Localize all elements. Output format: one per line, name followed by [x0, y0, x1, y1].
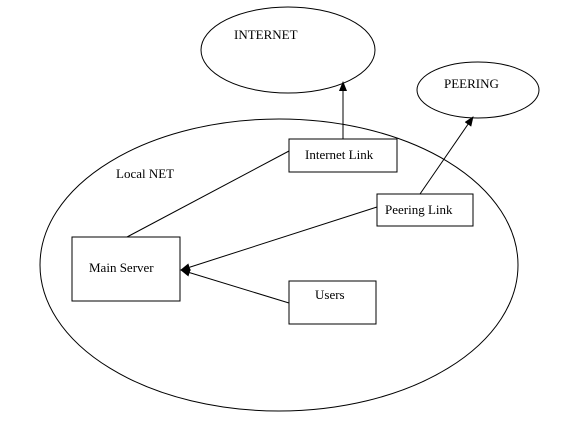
peering-link-box [376, 193, 474, 227]
users-to-main-server-arrow [180, 268, 290, 304]
peering-link-to-main-server-arrow [180, 206, 378, 272]
internet-ellipse [200, 6, 376, 94]
local-net-ellipse [39, 118, 519, 412]
peering-link-label: Peering Link [385, 202, 453, 217]
main-server-label: Main Server [89, 260, 154, 275]
users-box [288, 280, 377, 325]
internet-link-label: Internet Link [305, 147, 374, 162]
internet-link-box [288, 138, 398, 173]
peering-link-to-peering-arrow [419, 116, 474, 195]
main-server-box [71, 236, 181, 302]
peering-ellipse [416, 61, 540, 119]
main-server-to-internet-link-line [126, 150, 290, 238]
users-label: Users [315, 287, 345, 302]
internet-label: INTERNET [234, 27, 298, 42]
local-net-label: Local NET [116, 166, 174, 181]
peering-label: PEERING [444, 76, 499, 91]
